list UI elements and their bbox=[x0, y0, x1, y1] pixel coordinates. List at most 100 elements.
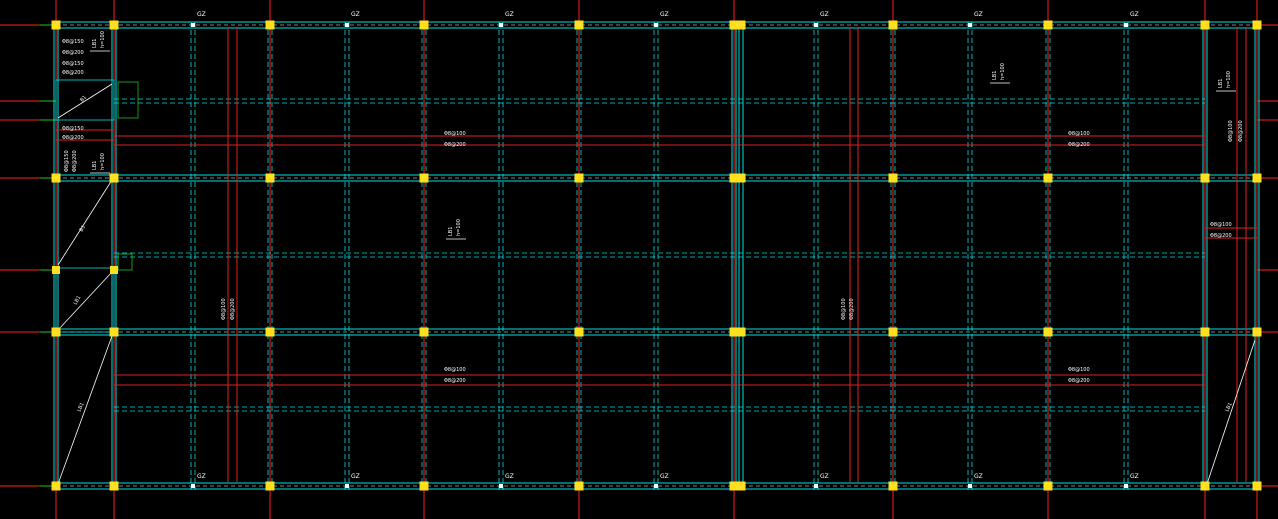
column-marker bbox=[736, 173, 746, 183]
column-marker bbox=[729, 481, 739, 491]
slab-thickness: h=100 bbox=[1226, 71, 1232, 88]
column-marker bbox=[109, 173, 119, 183]
rebar-label: Φ8@200 bbox=[1068, 378, 1090, 384]
gz-label: GZ bbox=[197, 473, 206, 480]
gz-label: GZ bbox=[351, 473, 360, 480]
opening-diagonals bbox=[55, 79, 1256, 485]
slab-tag: LB1 bbox=[992, 71, 998, 80]
gz-column bbox=[1124, 23, 1128, 27]
column-marker bbox=[729, 20, 739, 30]
gz-column bbox=[499, 23, 503, 27]
slab-tag: LB1 bbox=[1218, 79, 1224, 88]
column-marker bbox=[1200, 20, 1210, 30]
column-marker bbox=[1200, 173, 1210, 183]
column-marker bbox=[51, 20, 61, 30]
column-marker bbox=[736, 327, 746, 337]
column-marker bbox=[1043, 481, 1053, 491]
rebar-lines bbox=[56, 28, 1257, 482]
slab-thickness: h=100 bbox=[100, 153, 106, 170]
slab-thickness: h=100 bbox=[456, 219, 462, 236]
column-marker bbox=[265, 481, 275, 491]
rebar-label: Φ8@100 bbox=[1210, 222, 1232, 228]
beam-grid bbox=[53, 21, 1260, 490]
column-markers bbox=[51, 20, 1262, 491]
rebar-label-left: Φ8@150 bbox=[62, 61, 84, 67]
gz-column bbox=[654, 23, 658, 27]
gz-column bbox=[814, 484, 818, 488]
column-marker bbox=[729, 173, 739, 183]
gz-column bbox=[814, 23, 818, 27]
column-marker bbox=[51, 173, 61, 183]
rebar-label-vertical: Φ8@200 bbox=[72, 150, 78, 172]
column-marker bbox=[419, 20, 429, 30]
rebar-label-vertical: Φ8@200 bbox=[230, 298, 236, 320]
opening-label: LB1 bbox=[1224, 402, 1233, 413]
column-marker bbox=[419, 481, 429, 491]
gz-column bbox=[345, 484, 349, 488]
opening-box bbox=[55, 267, 115, 333]
opening-diagonal bbox=[1206, 339, 1256, 485]
column-marker bbox=[574, 20, 584, 30]
rebar-label: Φ8@100 bbox=[444, 367, 466, 373]
opening-diagonal bbox=[57, 83, 113, 119]
dimension-box bbox=[117, 81, 139, 119]
rebar-label-left: Φ8@200 bbox=[62, 70, 84, 76]
column-marker bbox=[51, 481, 61, 491]
gz-column bbox=[191, 484, 195, 488]
column-marker bbox=[110, 266, 118, 274]
annotations: GZGZGZGZGZGZGZGZGZGZGZGZGZGZΦ8@100Φ8@200… bbox=[62, 11, 1244, 480]
rebar-label: Φ8@200 bbox=[444, 142, 466, 148]
rebar-label-vertical: Φ8@100 bbox=[1228, 120, 1234, 142]
gz-label: GZ bbox=[1130, 11, 1139, 18]
column-marker bbox=[1252, 481, 1262, 491]
column-marker bbox=[888, 173, 898, 183]
opening-diagonal bbox=[57, 271, 113, 331]
column-marker bbox=[52, 266, 60, 274]
gz-column bbox=[1124, 484, 1128, 488]
column-marker bbox=[574, 173, 584, 183]
opening-box bbox=[55, 79, 115, 121]
opening-diagonal bbox=[57, 335, 113, 485]
rebar-label-left: Φ8@150 bbox=[62, 39, 84, 45]
column-marker bbox=[265, 20, 275, 30]
gz-label: GZ bbox=[1130, 473, 1139, 480]
opening-diagonal bbox=[57, 179, 113, 266]
rebar-label-vertical: Φ8@100 bbox=[221, 298, 227, 320]
column-marker bbox=[888, 20, 898, 30]
column-marker bbox=[574, 327, 584, 337]
column-marker bbox=[1200, 481, 1210, 491]
rebar-label: Φ8@100 bbox=[1068, 131, 1090, 137]
slab-thickness: h=100 bbox=[100, 31, 106, 48]
column-marker bbox=[51, 327, 61, 337]
rebar-label-vertical: Φ8@200 bbox=[849, 298, 855, 320]
gz-column bbox=[345, 23, 349, 27]
gz-label: GZ bbox=[660, 473, 669, 480]
gz-label: GZ bbox=[974, 473, 983, 480]
column-marker bbox=[109, 481, 119, 491]
gz-column bbox=[968, 23, 972, 27]
rebar-label-left: Φ8@200 bbox=[62, 50, 84, 56]
slab-tag: LB1 bbox=[92, 39, 98, 48]
opening-label: B1 bbox=[79, 94, 88, 103]
slab-thickness: h=100 bbox=[1000, 63, 1006, 80]
rebar-label-left: Φ8@150 bbox=[62, 126, 84, 132]
column-marker bbox=[1252, 327, 1262, 337]
column-marker bbox=[888, 327, 898, 337]
opening-label: LB1 bbox=[76, 402, 85, 413]
rebar-label-vertical: Φ8@150 bbox=[64, 150, 70, 172]
gz-column bbox=[654, 484, 658, 488]
column-marker bbox=[1043, 20, 1053, 30]
slab-tag: LB1 bbox=[92, 161, 98, 170]
gz-label: GZ bbox=[820, 473, 829, 480]
gz-column bbox=[499, 484, 503, 488]
column-marker bbox=[419, 173, 429, 183]
column-marker bbox=[736, 20, 746, 30]
rebar-label: Φ8@200 bbox=[1210, 233, 1232, 239]
column-marker bbox=[109, 20, 119, 30]
rebar-label: Φ8@200 bbox=[1068, 142, 1090, 148]
gz-label: GZ bbox=[505, 11, 514, 18]
column-marker bbox=[265, 173, 275, 183]
rebar-label-left: Φ8@200 bbox=[62, 135, 84, 141]
